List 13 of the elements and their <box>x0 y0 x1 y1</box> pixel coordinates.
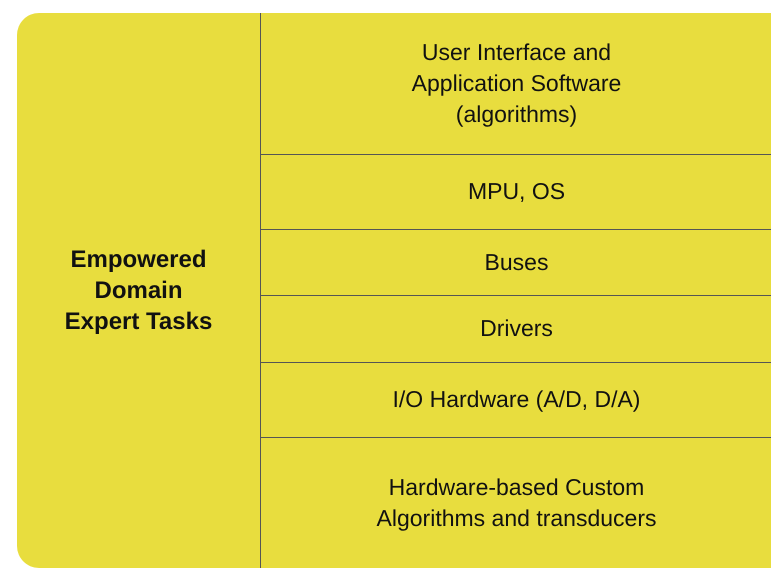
layer-band <box>260 295 771 362</box>
layer-label: Drivers <box>479 314 554 344</box>
layer-label: User Interface and Application Software (algorithms) <box>410 38 622 130</box>
outer-panel <box>17 13 771 568</box>
heading-label: Empowered Domain Expert Tasks <box>64 244 214 338</box>
layer-band <box>260 154 771 229</box>
layer-label: Hardware-based Custom Algorithms and transducers <box>376 472 658 533</box>
layer-band <box>260 437 771 568</box>
layer-band <box>260 229 771 295</box>
layer-band <box>260 362 771 437</box>
layer-label: Buses <box>484 248 550 277</box>
layer-label: I/O Hardware (A/D, D/A) <box>392 385 642 414</box>
layer-label: MPU, OS <box>466 177 566 206</box>
